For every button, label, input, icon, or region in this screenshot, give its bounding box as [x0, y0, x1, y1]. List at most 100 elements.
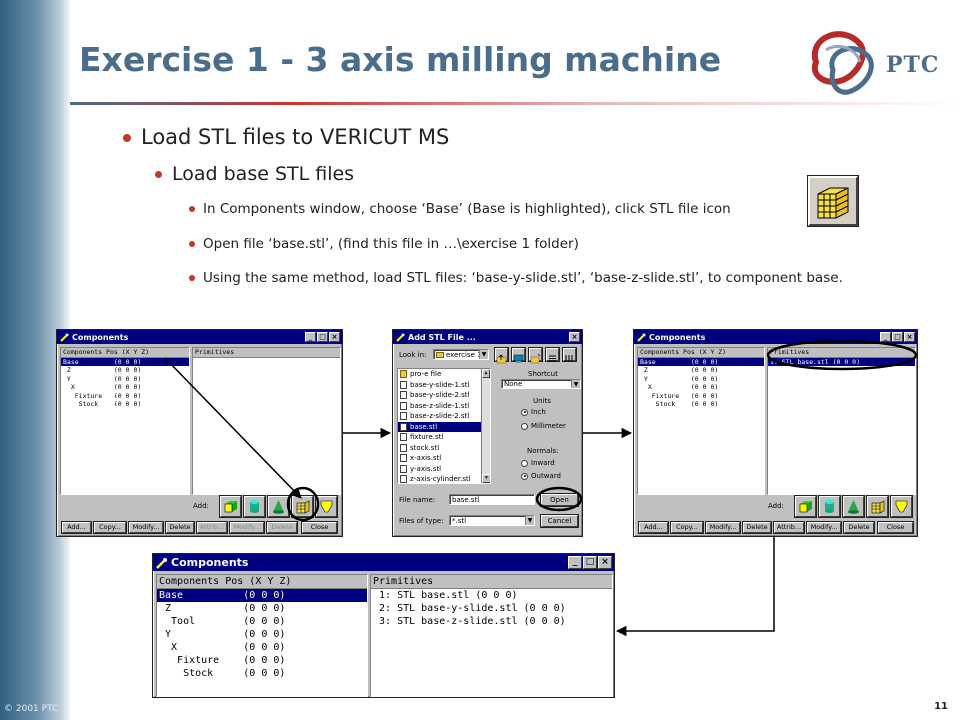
add-stl-button[interactable]	[292, 496, 313, 517]
primitive-row[interactable]: 2: STL base-y-slide.stl (0 0 0)	[373, 603, 566, 614]
minimize-button[interactable]: _	[568, 556, 582, 569]
components-list[interactable]: Components Pos (X Y Z) Base (0 0 0) Z (0…	[60, 347, 190, 495]
component-row[interactable]: Stock (0 0 0)	[640, 400, 719, 408]
component-row[interactable]: Base (0 0 0)	[61, 357, 189, 366]
primitives-list[interactable]: Primitives 1: STL base.stl (0 0 0)	[767, 347, 916, 495]
radio-selected-icon[interactable]	[521, 408, 528, 416]
component-row[interactable]: X (0 0 0)	[63, 383, 142, 391]
chevron-down-icon[interactable]: ▼	[525, 516, 534, 525]
delete-primitive-button[interactable]: Delete	[267, 522, 297, 533]
component-row[interactable]: Z (0 0 0)	[159, 603, 286, 614]
component-row[interactable]: Fixture (0 0 0)	[159, 655, 286, 666]
maximize-button[interactable]: □	[583, 556, 597, 569]
component-row[interactable]: Stock (0 0 0)	[63, 400, 142, 408]
add-cone-button[interactable]	[268, 496, 289, 517]
cancel-button[interactable]: Cancel	[541, 515, 578, 527]
primitive-row[interactable]: 3: STL base-z-slide.stl (0 0 0)	[373, 616, 566, 627]
add-special-button[interactable]	[891, 496, 912, 517]
primitive-row[interactable]: 1: STL base.stl (0 0 0)	[373, 590, 518, 601]
chevron-down-icon[interactable]: ▼	[479, 350, 488, 359]
attrib-button[interactable]: Attrib...	[197, 522, 227, 533]
units-inch-radio[interactable]: Inch	[521, 408, 546, 416]
delete-component-button[interactable]: Delete	[166, 522, 194, 533]
add-component-button[interactable]: Add...	[62, 522, 91, 533]
maximize-button[interactable]: □	[317, 332, 328, 342]
modify-component-button[interactable]: Modify...	[129, 522, 163, 533]
radio-empty-icon[interactable]	[521, 459, 528, 467]
component-row[interactable]: Z (0 0 0)	[63, 366, 142, 374]
component-row[interactable]: Y (0 0 0)	[63, 374, 142, 383]
filename-input[interactable]: base.stl	[449, 494, 535, 505]
attrib-button[interactable]: Attrib...	[774, 522, 804, 533]
modify-primitive-button[interactable]: Modify...	[230, 522, 264, 533]
close-window-button[interactable]: Close	[302, 522, 337, 533]
component-row[interactable]: Fixture (0 0 0)	[63, 391, 142, 400]
add-block-button[interactable]	[795, 496, 816, 517]
modify-component-button[interactable]: Modify...	[706, 522, 740, 533]
file-list-item[interactable]: base-z-slide-2.stl	[398, 411, 490, 422]
file-list-item[interactable]: base-y-slide-2.stl	[398, 390, 490, 401]
component-row[interactable]: Y (0 0 0)	[159, 629, 286, 640]
component-row[interactable]: Y (0 0 0)	[640, 374, 719, 383]
up-folder-button[interactable]	[495, 348, 508, 364]
radio-empty-icon[interactable]	[521, 422, 528, 430]
radio-selected-icon[interactable]	[521, 472, 528, 480]
file-list-item[interactable]: base.stl	[398, 421, 490, 432]
minimize-button[interactable]: _	[880, 332, 891, 342]
add-special-button[interactable]	[316, 496, 337, 517]
add-cylinder-button[interactable]	[244, 496, 265, 517]
modify-primitive-button[interactable]: Modify...	[807, 522, 841, 533]
details-view-button[interactable]	[563, 348, 576, 362]
look-in-select[interactable]: exercise 1 ▼	[433, 349, 489, 360]
open-button[interactable]: Open	[541, 494, 578, 506]
component-row[interactable]: X (0 0 0)	[159, 642, 286, 653]
maximize-button[interactable]: □	[892, 332, 903, 342]
close-button[interactable]: ×	[569, 332, 580, 342]
minimize-button[interactable]: _	[305, 332, 316, 342]
component-row[interactable]: Tool (0 0 0)	[159, 616, 286, 627]
new-folder-button[interactable]	[529, 348, 542, 364]
file-list-item[interactable]: y-axis.stl	[398, 464, 490, 475]
file-list-item[interactable]: z-axis-cylinder.stl	[398, 474, 490, 483]
shortcut-select[interactable]: None ▼	[501, 379, 581, 389]
units-mm-radio[interactable]: Millimeter	[521, 422, 566, 430]
add-cone-button[interactable]	[843, 496, 864, 517]
list-view-button[interactable]	[546, 348, 559, 362]
chevron-down-icon[interactable]: ▼	[571, 380, 580, 388]
file-list-item[interactable]: fixture.stl	[398, 432, 490, 443]
delete-component-button[interactable]: Delete	[743, 522, 771, 533]
file-list-item[interactable]: base-y-slide-1.stl	[398, 380, 490, 391]
normals-inward-radio[interactable]: Inward	[521, 459, 555, 467]
filetype-select[interactable]: *.stl ▼	[449, 515, 535, 526]
add-stl-button[interactable]	[867, 496, 888, 517]
components-list[interactable]: Components Pos (X Y Z) Base (0 0 0) Z (0…	[156, 574, 368, 697]
component-row[interactable]: Fixture (0 0 0)	[640, 391, 719, 400]
copy-component-button[interactable]: Copy...	[671, 522, 703, 533]
component-row[interactable]: X (0 0 0)	[640, 383, 719, 391]
primitives-list[interactable]: Primitives	[192, 347, 341, 495]
file-list-item[interactable]: pro-e file	[398, 369, 490, 380]
primitive-row[interactable]: 1: STL base.stl (0 0 0)	[768, 357, 915, 366]
copy-component-button[interactable]: Copy...	[94, 522, 126, 533]
component-row[interactable]: Base (0 0 0)	[638, 357, 764, 366]
component-row[interactable]: Z (0 0 0)	[640, 366, 719, 374]
close-button[interactable]: ×	[329, 332, 340, 342]
component-row[interactable]: Stock (0 0 0)	[159, 668, 286, 679]
file-list-item[interactable]: stock.stl	[398, 443, 490, 454]
add-cylinder-button[interactable]	[819, 496, 840, 517]
add-component-button[interactable]: Add...	[639, 522, 668, 533]
component-row[interactable]: Base (0 0 0)	[157, 589, 367, 602]
file-list-item[interactable]: x-axis.stl	[398, 453, 490, 464]
close-window-button[interactable]: Close	[878, 522, 913, 533]
close-button[interactable]: ×	[598, 556, 612, 569]
primitives-list[interactable]: Primitives 1: STL base.stl (0 0 0) 2: ST…	[370, 574, 613, 697]
close-button[interactable]: ×	[904, 332, 915, 342]
vertical-scrollbar[interactable]: ▲ ▼	[481, 369, 490, 483]
delete-primitive-button[interactable]: Delete	[844, 522, 874, 533]
add-block-button[interactable]	[220, 496, 241, 517]
file-list-item[interactable]: base-z-slide-1.stl	[398, 401, 490, 412]
components-list[interactable]: Components Pos (X Y Z) Base (0 0 0) Z (0…	[637, 347, 765, 495]
normals-outward-radio[interactable]: Outward	[521, 472, 561, 480]
desktop-button[interactable]	[512, 348, 525, 363]
